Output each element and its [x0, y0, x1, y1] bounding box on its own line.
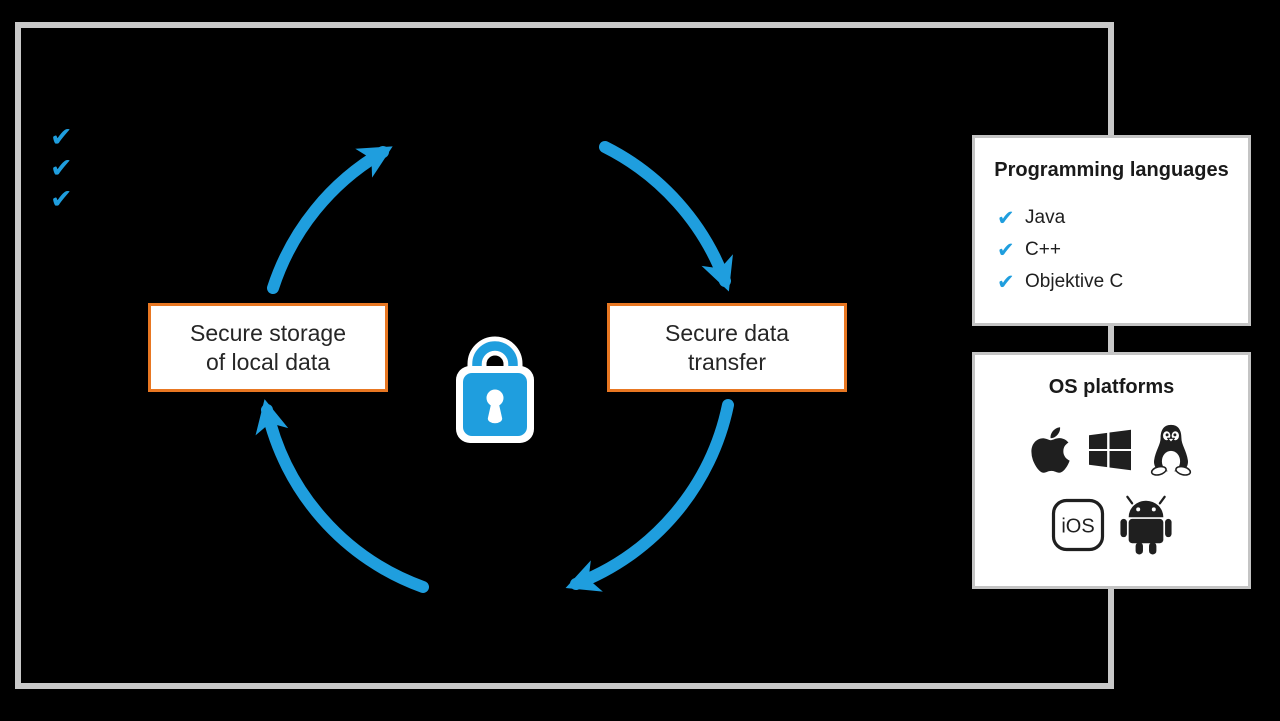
os-icons-row-2: iOS: [975, 493, 1248, 557]
ios-label: iOS: [1061, 516, 1094, 538]
check-icon: ✔: [997, 206, 1015, 230]
check-icon: ✔: [997, 270, 1015, 294]
cycle-arrow-bottom-left: [255, 399, 429, 593]
secure-transfer-box: Secure data transfer: [607, 303, 847, 392]
list-item: ✔ Java: [997, 202, 1248, 234]
language-label: C++: [1025, 239, 1061, 260]
check-icon: ✔: [50, 153, 73, 183]
apple-icon: [1031, 427, 1070, 473]
check-icon: ✔: [50, 122, 73, 152]
secure-storage-box: Secure storage of local data: [148, 303, 388, 392]
cycle-arrow-top-right: [599, 141, 733, 292]
check-icon: ✔: [997, 238, 1015, 262]
check-icon: ✔: [50, 184, 73, 214]
os-platforms-panel: OS platforms: [972, 352, 1251, 589]
windows-icon: [1089, 429, 1131, 471]
padlock-icon: [456, 336, 534, 443]
secure-storage-label-line1: Secure storage: [190, 319, 346, 346]
secure-transfer-label-line1: Secure data: [664, 319, 790, 346]
cycle-arrow-bottom-right: [565, 399, 734, 592]
list-item: ✔ C++: [997, 234, 1248, 266]
list-item: ✔ Objektive C: [997, 266, 1248, 298]
os-icons-row-1: [975, 423, 1248, 477]
programming-languages-list: ✔ Java ✔ C++ ✔ Objektive C: [975, 202, 1248, 298]
os-platforms-title: OS platforms: [1048, 376, 1175, 398]
android-icon: [1120, 495, 1172, 555]
programming-languages-title: Programming languages: [994, 159, 1229, 181]
secure-transfer-label-line2: transfer: [688, 348, 766, 375]
programming-languages-panel: Programming languages ✔ Java ✔ C++ ✔ Obj…: [972, 135, 1251, 326]
language-label: Java: [1025, 207, 1066, 228]
cycle-arrow-top-left: [267, 146, 393, 294]
ios-icon: iOS: [1051, 498, 1105, 552]
language-label: Objektive C: [1025, 271, 1124, 292]
secure-storage-label-line2: of local data: [205, 348, 331, 375]
linux-tux-icon: [1150, 424, 1192, 476]
